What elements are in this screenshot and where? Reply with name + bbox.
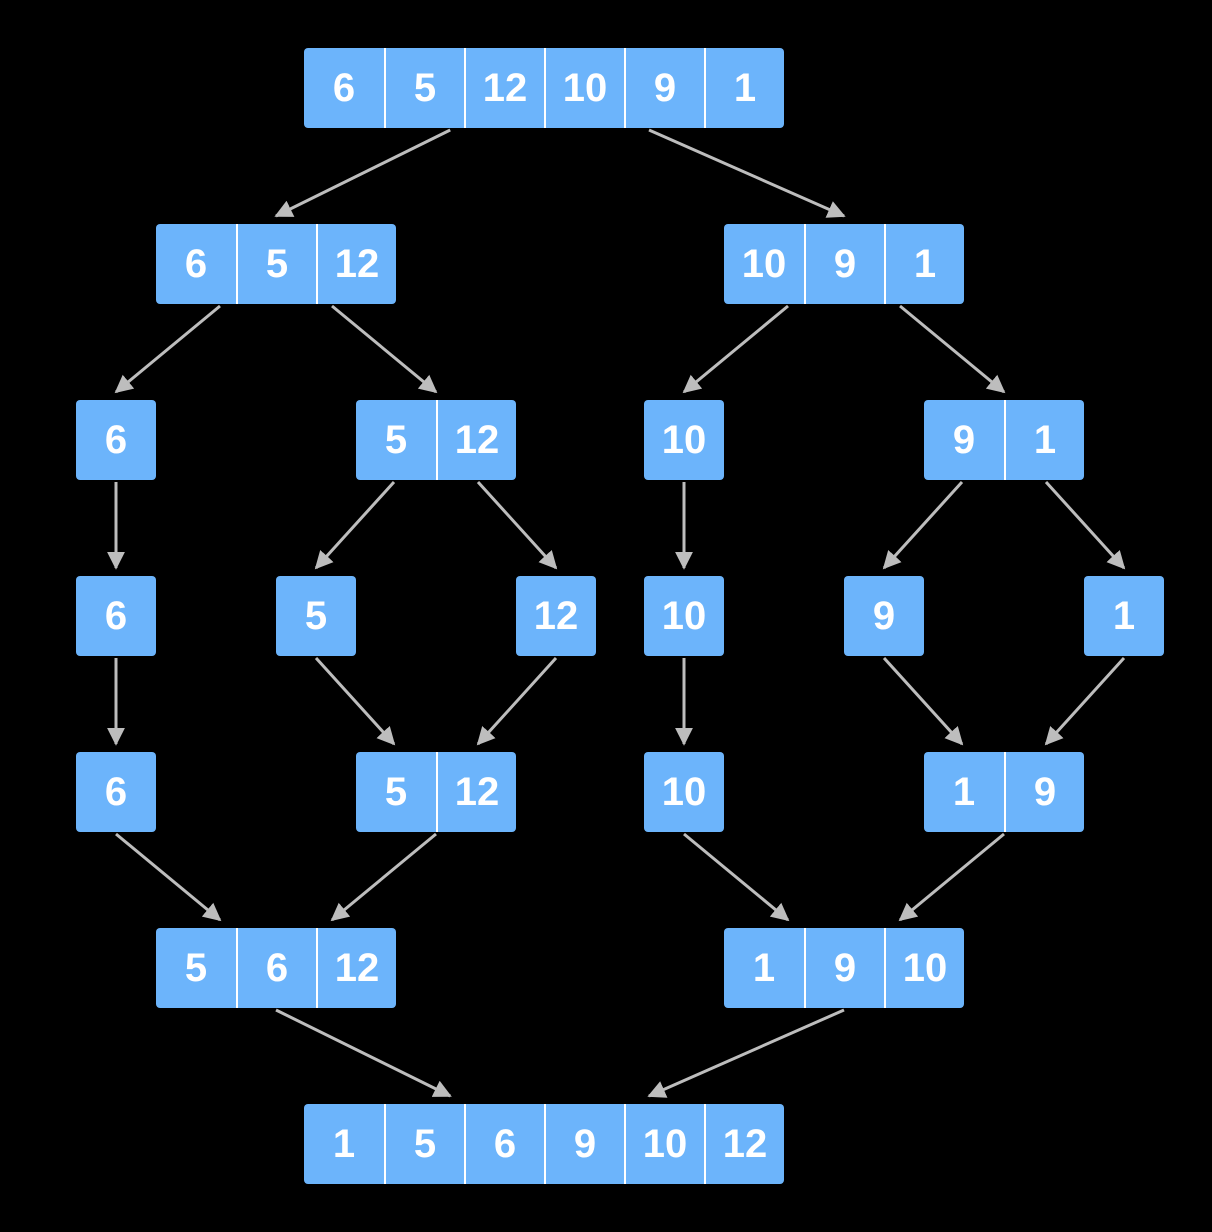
arrow-connector xyxy=(648,128,846,218)
array-node: 10 xyxy=(644,576,724,656)
arrow-connector xyxy=(330,832,437,922)
array-node: 6 xyxy=(76,752,156,832)
array-cell: 1 xyxy=(724,928,804,1008)
array-cell: 12 xyxy=(704,1104,784,1184)
array-cell: 9 xyxy=(544,1104,624,1184)
array-cell: 9 xyxy=(624,48,704,128)
array-cell: 12 xyxy=(436,752,516,832)
array-cell: 5 xyxy=(384,48,464,128)
arrow-connector xyxy=(682,304,789,394)
array-cell: 1 xyxy=(1084,576,1164,656)
array-node: 9 xyxy=(844,576,924,656)
array-cell: 6 xyxy=(76,400,156,480)
array-node: 5 xyxy=(276,576,356,656)
array-cell: 9 xyxy=(1004,752,1084,832)
array-cell: 12 xyxy=(316,928,396,1008)
array-cell: 1 xyxy=(1004,400,1084,480)
array-node: 12 xyxy=(516,576,596,656)
array-node: 6 xyxy=(76,400,156,480)
array-cell: 10 xyxy=(724,224,804,304)
arrow-connector xyxy=(1044,480,1126,570)
array-cell: 5 xyxy=(276,576,356,656)
arrow-connector xyxy=(115,832,222,922)
array-cell: 6 xyxy=(76,752,156,832)
array-node: 1 xyxy=(1084,576,1164,656)
arrow-connector xyxy=(314,656,396,746)
array-cell: 10 xyxy=(644,400,724,480)
arrow-connector xyxy=(275,1008,452,1098)
array-cell: 5 xyxy=(356,400,436,480)
array-cell: 1 xyxy=(704,48,784,128)
arrow-connector xyxy=(882,480,964,570)
arrow-connector xyxy=(314,480,396,570)
array-cell: 1 xyxy=(884,224,964,304)
arrow-connector xyxy=(683,832,790,922)
array-cell: 12 xyxy=(316,224,396,304)
arrow-connector xyxy=(882,656,964,746)
arrow-connector xyxy=(1044,656,1126,746)
array-cell: 10 xyxy=(624,1104,704,1184)
array-cell: 6 xyxy=(156,224,236,304)
arrow-connector xyxy=(274,128,451,218)
array-node: 10 xyxy=(644,752,724,832)
array-cell: 5 xyxy=(236,224,316,304)
array-cell: 12 xyxy=(436,400,516,480)
array-cell: 9 xyxy=(844,576,924,656)
array-cell: 1 xyxy=(304,1104,384,1184)
array-cell: 12 xyxy=(516,576,596,656)
array-cell: 10 xyxy=(884,928,964,1008)
arrow-connector xyxy=(476,656,558,746)
arrow-connector xyxy=(899,304,1006,394)
array-cell: 5 xyxy=(384,1104,464,1184)
arrow-connector xyxy=(114,304,221,394)
array-cell: 9 xyxy=(804,224,884,304)
array-cell: 6 xyxy=(76,576,156,656)
array-cell: 10 xyxy=(644,576,724,656)
array-cell: 9 xyxy=(804,928,884,1008)
array-cell: 6 xyxy=(464,1104,544,1184)
array-node: 6 xyxy=(76,576,156,656)
array-cell: 6 xyxy=(304,48,384,128)
arrow-connector xyxy=(476,480,558,570)
arrow-connector xyxy=(898,832,1005,922)
array-node: 10 xyxy=(644,400,724,480)
arrow-connector xyxy=(647,1008,845,1098)
array-cell: 5 xyxy=(156,928,236,1008)
array-cell: 5 xyxy=(356,752,436,832)
array-cell: 1 xyxy=(924,752,1004,832)
arrow-connector xyxy=(331,304,438,394)
array-cell: 9 xyxy=(924,400,1004,480)
array-cell: 10 xyxy=(644,752,724,832)
array-cell: 12 xyxy=(464,48,544,128)
array-cell: 6 xyxy=(236,928,316,1008)
array-cell: 10 xyxy=(544,48,624,128)
